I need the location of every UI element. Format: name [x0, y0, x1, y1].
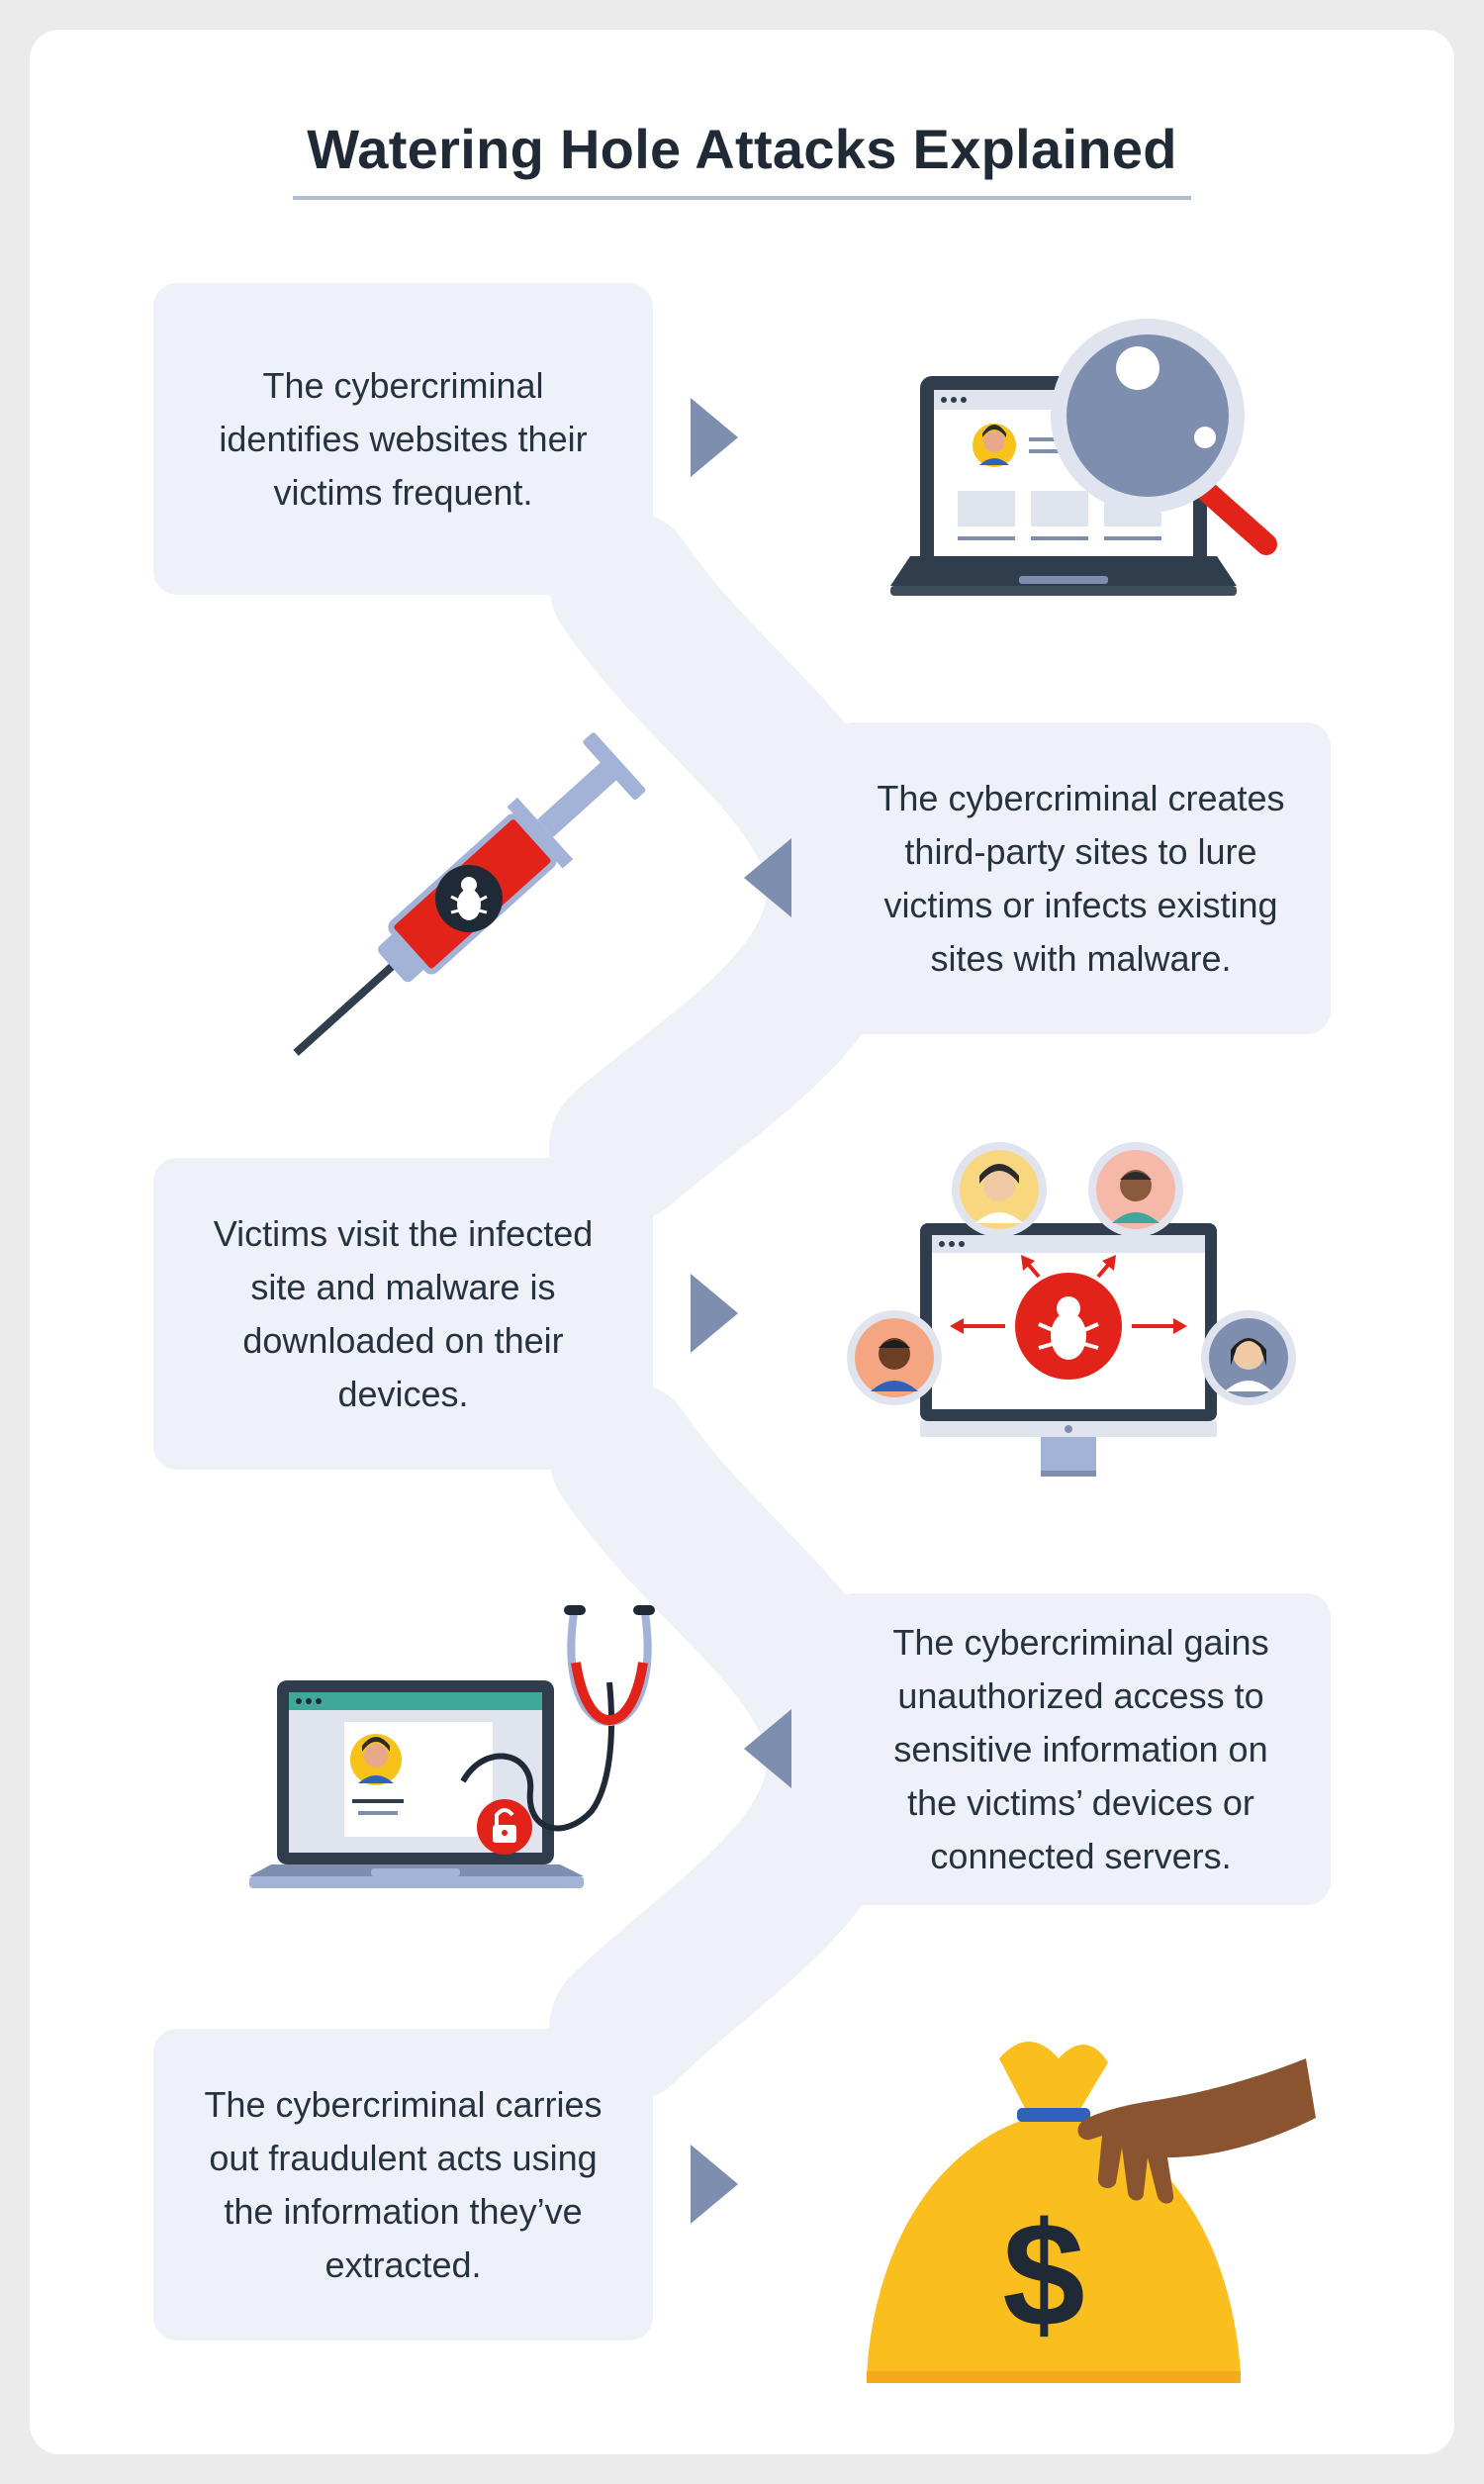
step-1-box: The cybercriminal identifies websites th…	[153, 283, 653, 595]
page-title: Watering Hole Attacks Explained	[307, 118, 1177, 180]
arrow-left-icon	[744, 1709, 791, 1788]
step-5-text: The cybercriminal carries out fraudulent…	[204, 2083, 603, 2285]
hand-money-bag-icon: $	[867, 2042, 1316, 2383]
arrow-right-icon	[691, 2145, 738, 2224]
arrow-right-icon	[691, 398, 738, 477]
step-3-box: Victims visit the infected site and malw…	[153, 1158, 653, 1470]
step-4-box: The cybercriminal gains unauthorized acc…	[831, 1593, 1331, 1905]
step-5-box: The cybercriminal carries out fraudulent…	[153, 2029, 653, 2341]
svg-text:$: $	[1002, 2191, 1084, 2357]
infected-monitor-victims-icon	[847, 1142, 1296, 1477]
step-1-text: The cybercriminal identifies websites th…	[219, 364, 588, 513]
step-2-box: The cybercriminal creates third-party si…	[831, 722, 1331, 1034]
step-4-text: The cybercriminal gains unauthorized acc…	[892, 1621, 1269, 1876]
step-3-text: Victims visit the infected site and malw…	[213, 1212, 594, 1414]
malware-syringe-icon	[293, 732, 646, 1056]
arrow-right-icon	[691, 1274, 738, 1353]
infographic-card: Watering Hole Attacks Explained The cybe…	[30, 30, 1454, 2454]
laptop-magnifier-icon	[890, 319, 1277, 596]
step-2-text: The cybercriminal creates third-party si…	[877, 777, 1285, 979]
title-underline	[293, 196, 1191, 200]
laptop-stethoscope-unlocked-icon	[249, 1605, 655, 1888]
arrow-left-icon	[744, 838, 791, 917]
